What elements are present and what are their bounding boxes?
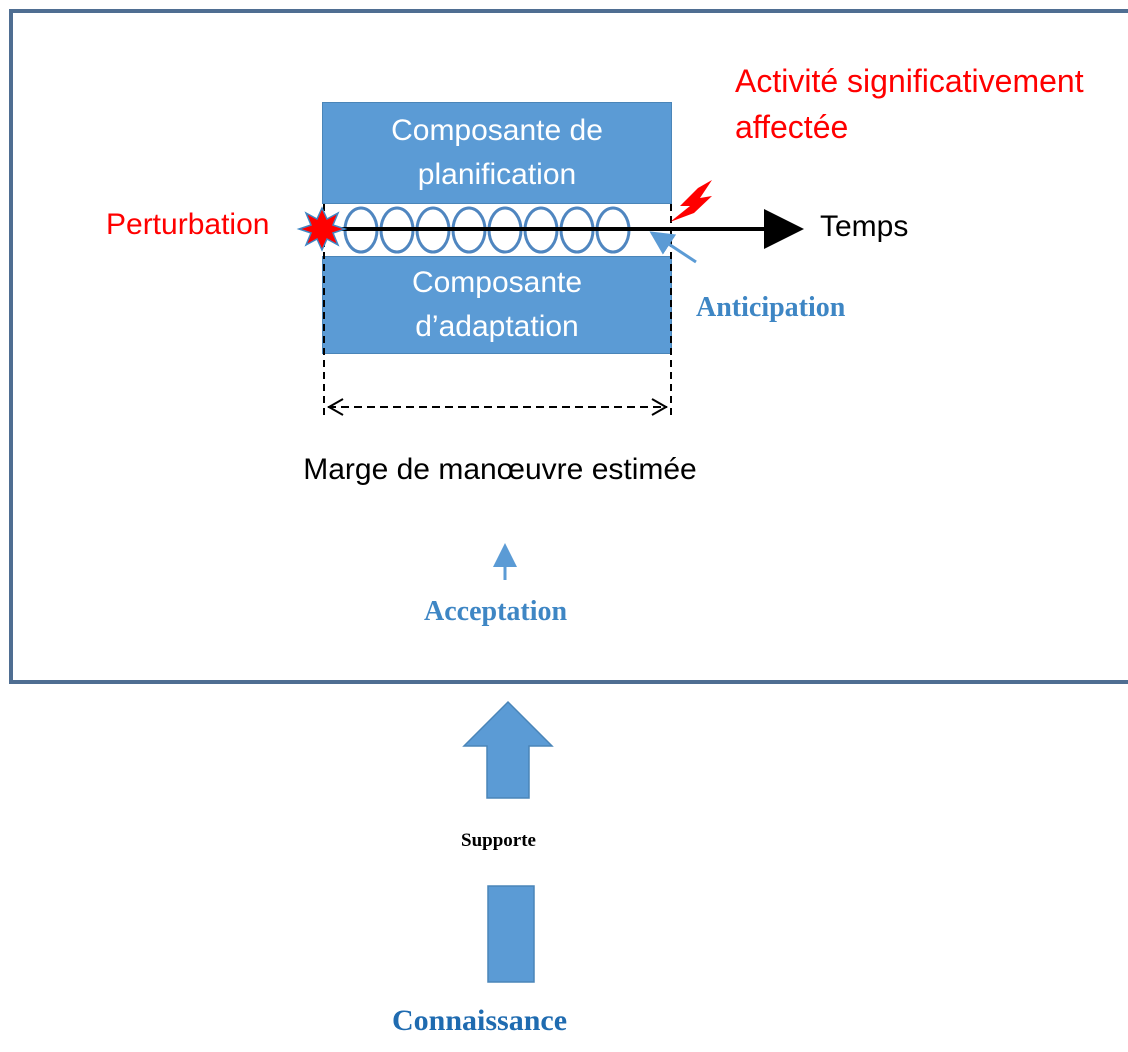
time-label: Temps — [820, 210, 909, 243]
adaptation-component-box: Composante d’adaptation — [322, 256, 672, 354]
knowledge-label: Connaissance — [392, 1004, 568, 1037]
perturbation-star-icon — [296, 206, 348, 252]
diagram-frame — [9, 9, 1128, 684]
adaptation-component-label: Composante d’adaptation — [411, 266, 583, 343]
perturbation-label: Perturbation — [106, 208, 270, 241]
supports-up-arrow-icon — [462, 700, 554, 799]
margin-arrow-right-head — [651, 398, 669, 416]
activity-affected-label: Activité significativement affectée — [735, 63, 1084, 145]
supports-label: Supporte — [461, 830, 536, 851]
acceptance-label: Acceptation — [424, 596, 568, 627]
planning-component-label: Composante de planification — [391, 114, 603, 191]
planning-component-box: Composante de planification — [322, 102, 672, 204]
margin-label: Marge de manœuvre estimée — [303, 453, 697, 486]
margin-arrow-left-head — [326, 398, 344, 416]
anticipation-label: Anticipation — [696, 292, 846, 323]
lightning-icon — [670, 180, 712, 222]
knowledge-block — [487, 885, 535, 983]
anticipation-arrow — [649, 231, 697, 264]
